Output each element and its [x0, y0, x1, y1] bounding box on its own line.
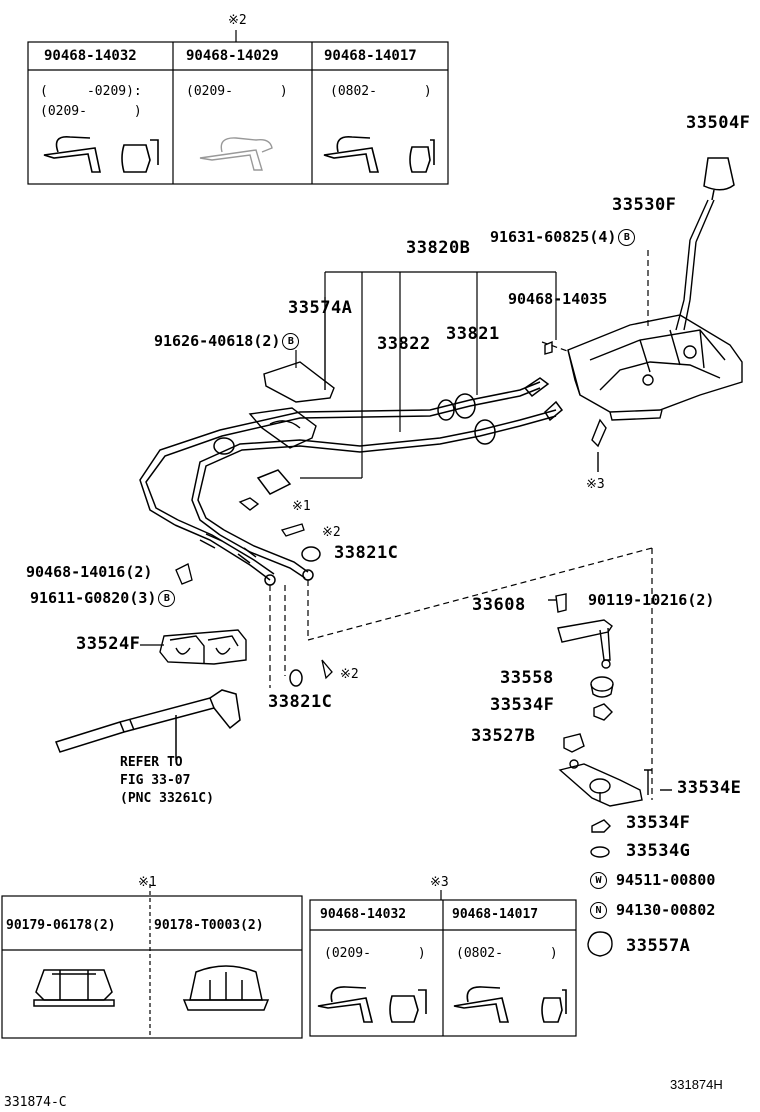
clip-2b-drawing [321, 659, 333, 680]
clip-3-drawing [591, 418, 607, 472]
leader-33820B [300, 271, 557, 479]
shaft-drawing [55, 689, 241, 760]
nut-mark: N [590, 902, 607, 919]
label-lever-2: 33534E [677, 778, 742, 798]
clip-14035-drawing [544, 340, 553, 355]
nut-1-drawing [238, 497, 260, 511]
bolt-top-mark: B [618, 229, 636, 246]
lower-small-parts-drawing [587, 789, 672, 957]
label-washer: W 94511-00800 [588, 872, 715, 889]
label-marker-1: ※1 [292, 499, 311, 514]
top-box-range-1b: (0209- ) [40, 104, 142, 119]
footer-left-code: 331874-C [4, 1095, 67, 1110]
top-box-range-3a: (0802- ) [330, 84, 432, 99]
washer-mark: W [590, 872, 607, 889]
label-nut: N 94130-00802 [588, 902, 715, 919]
leader-dashed-cable [269, 547, 653, 800]
bottom-left-box-marker: ※1 [138, 875, 157, 890]
shifter-housing-drawing [567, 314, 743, 421]
label-bush-5: 33534G [626, 841, 691, 861]
label-bolt-lever: 90119-10216(2) [588, 591, 715, 609]
refer-line-1: REFER TO [120, 755, 183, 770]
label-bush-1: 33558 [500, 668, 554, 688]
nut-icon-90179 [33, 969, 115, 1007]
top-box-frame [27, 30, 449, 185]
label-cable-assy: 33820B [406, 238, 471, 258]
label-bolt-top: 91631-60825(4)B [490, 229, 636, 246]
label-marker-3: ※3 [586, 477, 605, 492]
block-33527B-drawing [563, 733, 585, 753]
bolt-left-mark: B [158, 590, 176, 607]
top-box-part-1: 90468-14032 [44, 48, 137, 64]
bottom-left-box-part-2: 90178-T0003(2) [154, 918, 264, 933]
label-shift-lever: 33530F [612, 195, 677, 215]
lever-33608-drawing [548, 593, 613, 669]
top-box-range-2a: (0209- ) [186, 84, 288, 99]
bottom-right-box-frame [309, 890, 577, 1037]
refer-line-2: FIG 33-07 [120, 773, 191, 788]
top-box-part-2: 90468-14029 [186, 48, 279, 64]
label-lever-sub: 33608 [472, 595, 526, 615]
label-cable-a: 33822 [377, 334, 431, 354]
bolt-retainer-mark: B [282, 333, 300, 350]
bottom-right-box-part-1: 90468-14032 [320, 907, 407, 922]
label-bush-4: 33534F [626, 813, 691, 833]
label-bush-3: 33527B [471, 726, 536, 746]
shift-knob-drawing [703, 157, 735, 201]
label-retainer: 33574A [288, 298, 353, 318]
clip-14016-drawing [175, 563, 193, 585]
footer-right-code: 331874H [670, 1077, 723, 1092]
label-bracket: 33524F [76, 634, 141, 654]
clip-icon-90468-14029 [199, 137, 273, 171]
bushing-33821C-lower [289, 669, 303, 687]
label-marker-2a: ※2 [322, 525, 341, 540]
bottom-right-box-range-2: (0802- ) [456, 946, 558, 961]
clip-icon-br-14017 [453, 986, 567, 1023]
control-cables-drawing [139, 377, 564, 586]
top-box-range-1a: ( -0209): [40, 84, 142, 99]
clip-icon-90468-14032 [43, 135, 159, 173]
label-bolt-retainer: 91626-40618(2)B [154, 333, 300, 350]
clip-icon-90468-14017 [323, 135, 435, 173]
bushing-33558-drawing [590, 676, 614, 698]
bottom-right-box-range-1: (0209- ) [324, 946, 426, 961]
label-cap: 33557A [626, 936, 691, 956]
label-clip-top: 90468-14035 [508, 290, 608, 308]
bottom-right-box-part-2: 90468-14017 [452, 907, 539, 922]
bottom-right-box-marker: ※3 [430, 875, 449, 890]
retainer-drawing [248, 297, 335, 449]
bushing-33821C-top [301, 546, 321, 562]
label-clip-left: 90468-14016(2) [26, 563, 153, 581]
label-bush-2: 33534F [490, 695, 555, 715]
lever-33534E-drawing [558, 759, 652, 807]
label-bushing-a: 33821C [334, 543, 399, 563]
label-knob: 33504F [686, 113, 751, 133]
shift-lever-drawing [675, 199, 715, 331]
bracket-33524F-drawing [159, 629, 247, 665]
refer-line-3: (PNC 33261C) [120, 791, 214, 806]
label-marker-2b: ※2 [340, 667, 359, 682]
top-box-part-3: 90468-14017 [324, 48, 417, 64]
label-bolt-left: 91611-G0820(3)B [30, 590, 176, 607]
label-cable-b: 33821 [446, 324, 500, 344]
nut-icon-90178 [182, 965, 270, 1011]
bottom-left-box-part-1: 90179-06178(2) [6, 918, 116, 933]
clip-icon-br-14032 [317, 986, 427, 1023]
bottom-left-box-frame [1, 884, 303, 1039]
label-bushing-b: 33821C [268, 692, 333, 712]
top-box-marker: ※2 [228, 13, 247, 28]
bushing-33534F-drawing [593, 703, 613, 721]
clip-2-drawing [280, 523, 305, 537]
